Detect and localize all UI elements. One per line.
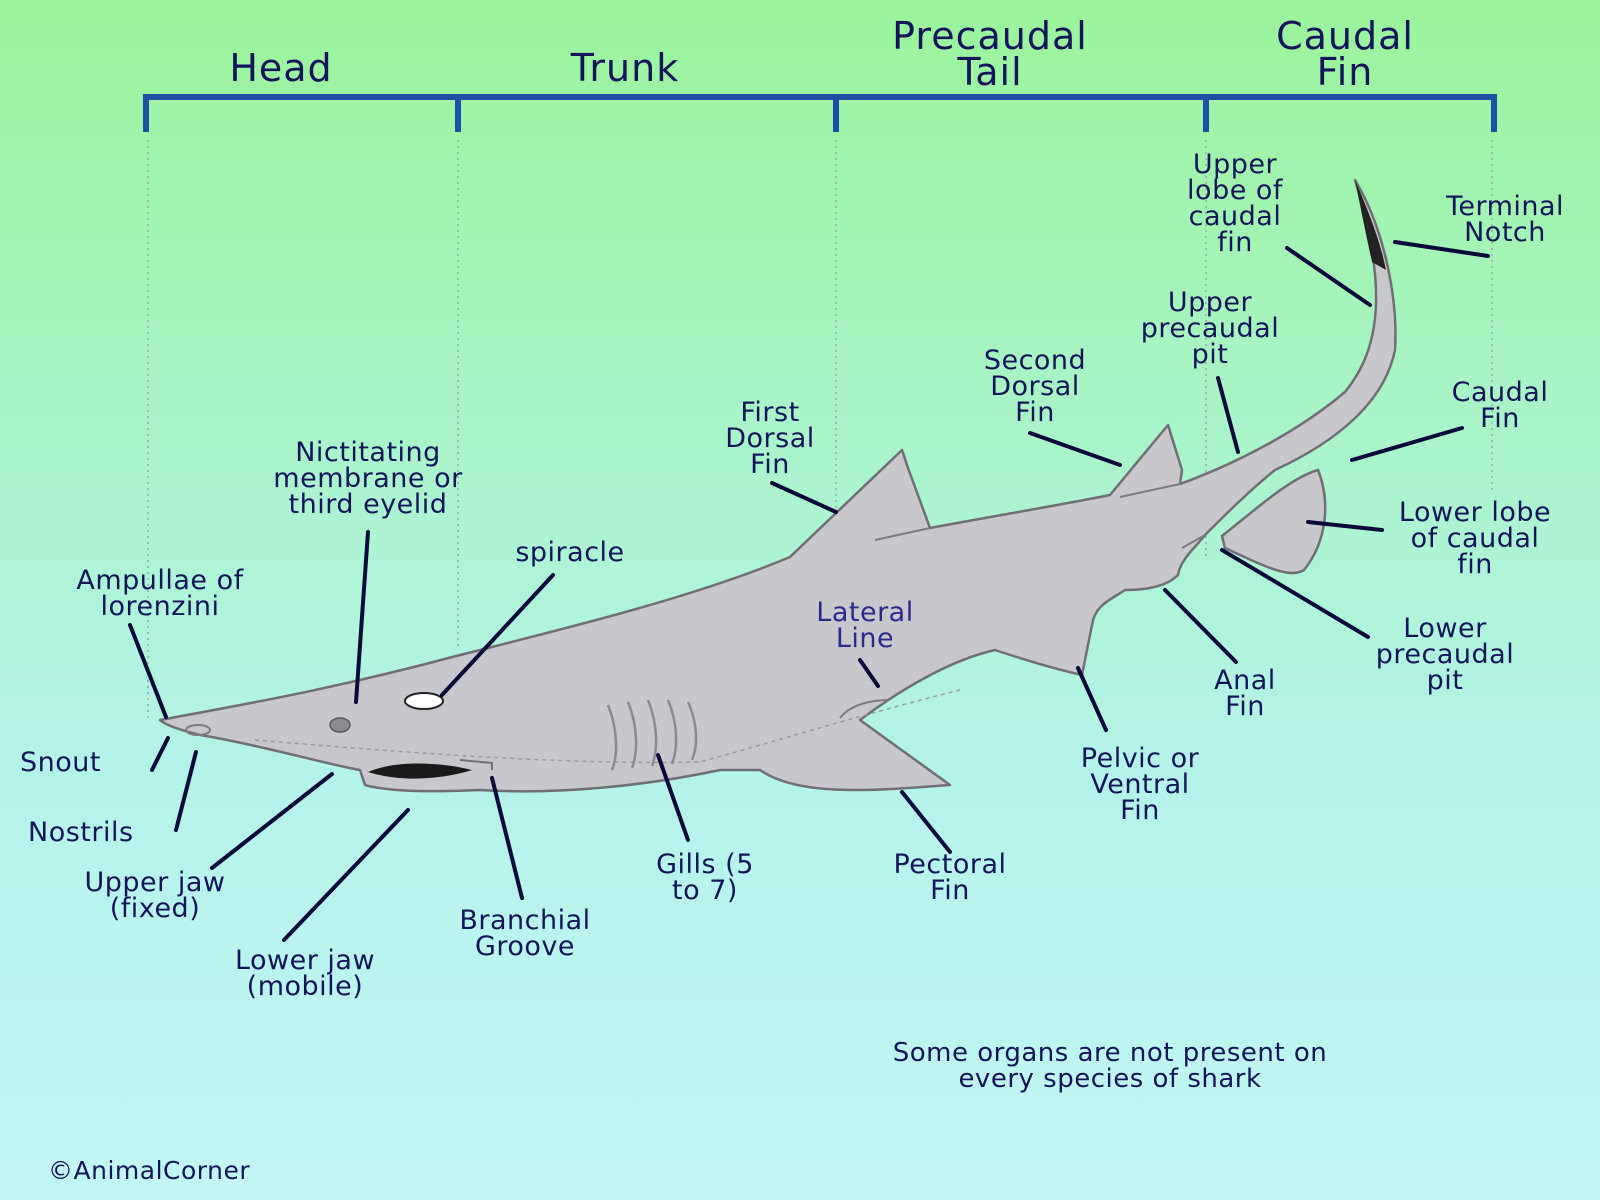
label-upper-jaw: Upper jaw (fixed) <box>84 867 226 924</box>
shark-body <box>158 178 1397 793</box>
jaw-line <box>459 759 493 770</box>
credit-text: ©AnimalCorner <box>48 1156 251 1185</box>
segment-label-precaudal-tail: Precaudal Tail <box>892 14 1088 94</box>
eye <box>329 717 351 733</box>
mouth <box>368 763 472 779</box>
label-caudal-fin: Caudal Fin <box>1451 377 1549 434</box>
leader-lines <box>128 240 1490 942</box>
nostril-mark <box>185 724 211 736</box>
species-note: Some organs are not present on every spe… <box>892 1038 1328 1094</box>
label-lower-jaw: Lower jaw (mobile) <box>234 945 376 1002</box>
segment-label-trunk: Trunk <box>570 46 680 90</box>
spiracle-mark <box>404 692 444 710</box>
label-ampullae-of-lorenzini: Ampullae of lorenzini <box>76 565 244 622</box>
label-pelvic-ventral-fin: Pelvic or Ventral Fin <box>1080 743 1200 826</box>
label-branchial-groove: Branchial Groove <box>459 905 591 962</box>
lateral-line-mark <box>254 689 961 764</box>
label-first-dorsal-fin: First Dorsal Fin <box>725 397 815 480</box>
label-upper-lobe-caudal-fin: Upper lobe of caudal fin <box>1187 149 1283 258</box>
label-lower-lobe-caudal-fin: Lower lobe of caudal fin <box>1398 497 1552 580</box>
segment-label-head: Head <box>229 46 333 90</box>
label-spiracle: spiracle <box>515 537 625 568</box>
label-snout: Snout <box>20 747 101 778</box>
label-gills: Gills (5 to 7) <box>656 849 754 906</box>
label-pectoral-fin: Pectoral Fin <box>893 849 1007 906</box>
label-lower-precaudal-pit: Lower precaudal pit <box>1375 613 1515 696</box>
label-nostrils: Nostrils <box>28 817 134 848</box>
label-second-dorsal-fin: Second Dorsal Fin <box>983 345 1087 428</box>
label-upper-precaudal-pit: Upper precaudal pit <box>1140 287 1280 370</box>
shark-illustration <box>158 178 1397 793</box>
caudal-tip-dark <box>1355 180 1386 270</box>
label-terminal-notch: Terminal Notch <box>1445 191 1565 248</box>
label-lateral-line: Lateral Line <box>816 597 914 654</box>
segment-label-caudal-fin: Caudal Fin <box>1276 14 1414 94</box>
fin-base-lines <box>839 483 1206 719</box>
gill-slits <box>606 699 698 771</box>
label-nictitating-membrane: Nictitating membrane or third eyelid <box>273 437 463 520</box>
label-anal-fin: Anal Fin <box>1214 665 1276 722</box>
segment-bracket <box>143 94 1497 132</box>
lower-caudal-lobe <box>1220 468 1327 575</box>
